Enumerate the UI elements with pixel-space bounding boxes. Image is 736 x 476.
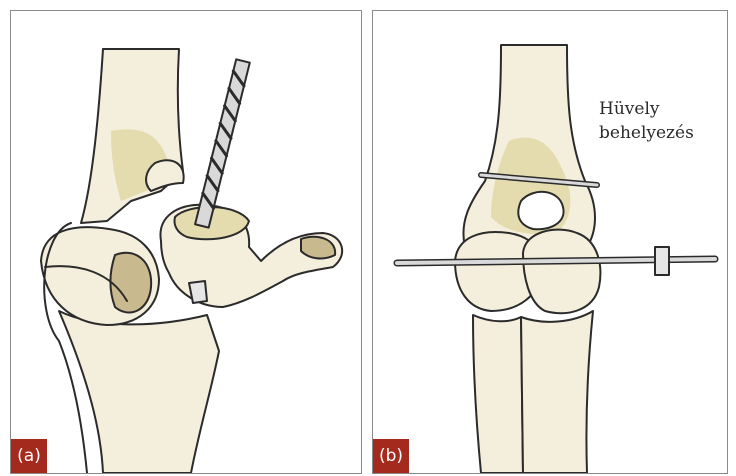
panel-label-a: (a)	[11, 439, 47, 473]
panel-b: Hüvely behelyezés (b)	[372, 10, 728, 474]
notch-piece	[146, 160, 184, 191]
medial-condyle	[523, 230, 600, 314]
caption-line-1: Hüvely	[599, 97, 694, 121]
panel-label-a-text: (a)	[17, 446, 41, 466]
ulna	[59, 311, 219, 473]
small-fragment	[189, 281, 207, 303]
elbow-fracture-illustration	[11, 11, 362, 474]
caption-line-2: behelyezés	[599, 121, 694, 145]
ulna	[521, 311, 593, 473]
panel-label-b-text: (b)	[379, 446, 403, 466]
olecranon-fossa	[518, 192, 563, 229]
radius	[473, 315, 523, 473]
drill-wire	[195, 59, 250, 227]
panel-label-b: (b)	[373, 439, 409, 473]
sleeve-insertion-caption: Hüvely behelyezés	[599, 97, 694, 145]
sleeve-insertion-illustration	[373, 11, 728, 474]
panel-a: (a)	[10, 10, 362, 474]
capitellum-cartilage	[111, 253, 152, 313]
